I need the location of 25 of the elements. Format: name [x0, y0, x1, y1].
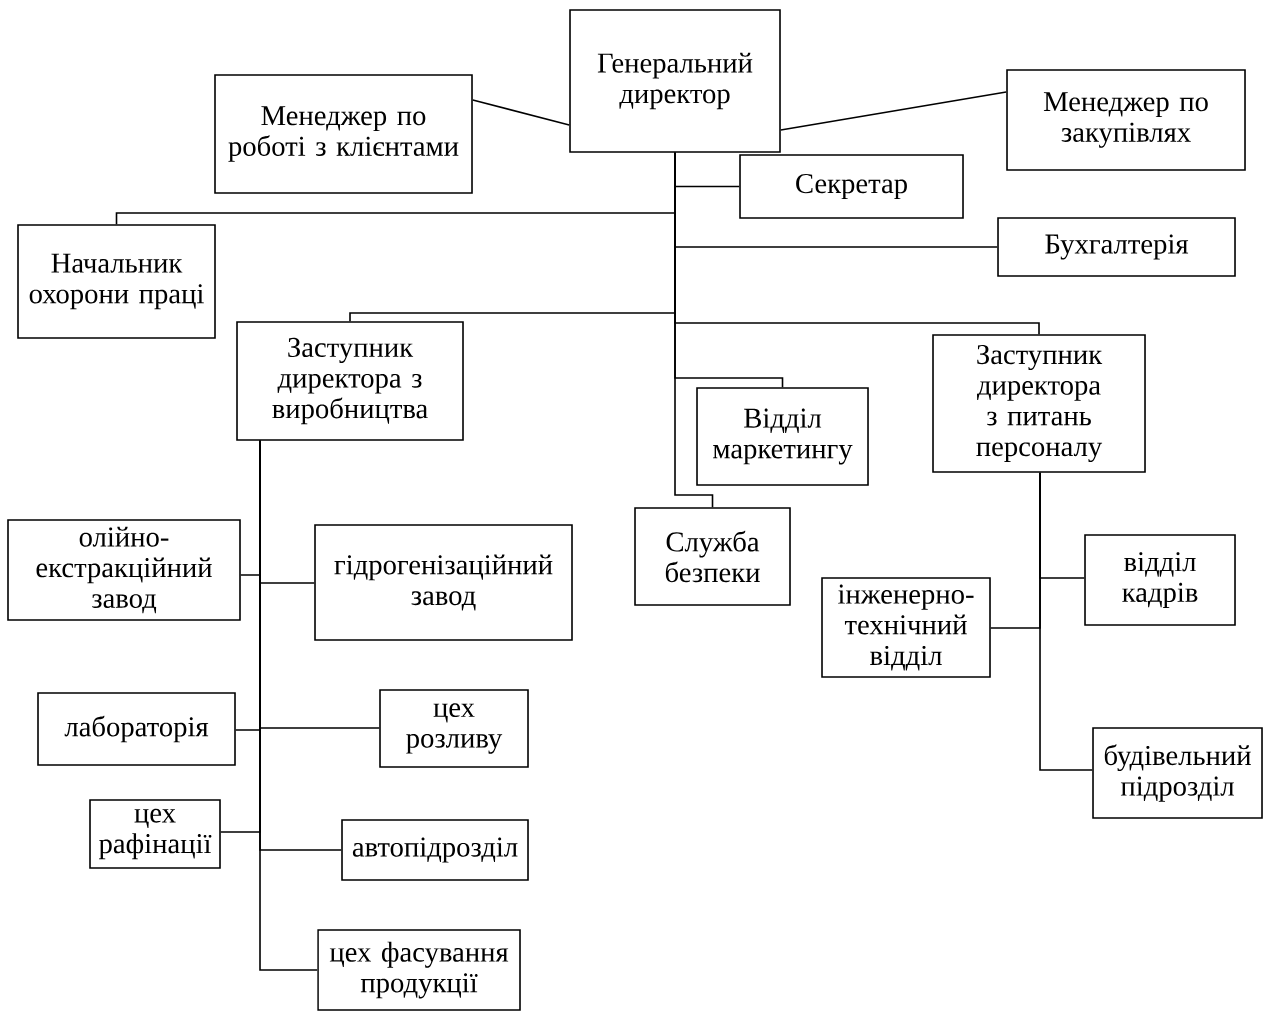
connector-line	[1039, 472, 1093, 771]
org-box: Секретар	[739, 154, 964, 219]
org-box: будівельний підрозділ	[1092, 727, 1263, 819]
org-box: Менеджер по закупівлях	[1006, 69, 1246, 171]
org-box: Менеджер по роботі з клієнтами	[214, 74, 473, 194]
org-box: Начальник охорони праці	[17, 224, 216, 339]
connector-line	[780, 91, 1007, 131]
connector-line	[259, 440, 318, 971]
org-box: відділ кадрів	[1084, 534, 1236, 626]
org-box: гідрогенізаційний завод	[314, 524, 573, 641]
org-box: лабораторія	[37, 692, 236, 766]
org-box: цех рафінації	[89, 799, 221, 869]
org-box: автопідрозділ	[341, 819, 529, 881]
org-box: Відділ маркетингу	[696, 387, 869, 486]
connector-line	[674, 152, 714, 508]
org-box: олійно-екстракційний завод	[7, 519, 241, 621]
org-box: цех розливу	[379, 689, 529, 768]
org-box: Генеральний директор	[569, 9, 781, 153]
org-box: Заступник директора з питань персоналу	[932, 334, 1146, 473]
org-box: цех фасування продукції	[317, 929, 521, 1011]
connector-line	[472, 99, 570, 126]
org-box: інженерно-технічний відділ	[821, 577, 991, 678]
org-box: Заступник директора з виробництва	[236, 321, 464, 441]
org-box: Служба безпеки	[634, 507, 791, 606]
org-box: Бухгалтерія	[997, 217, 1236, 277]
